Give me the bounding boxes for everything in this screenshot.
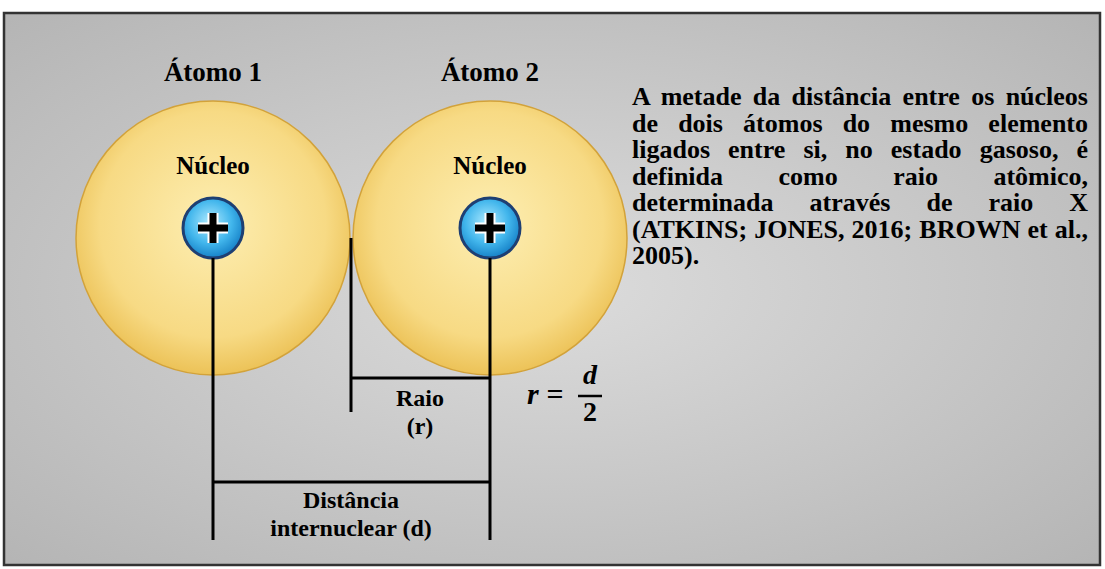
electron-cloud	[76, 101, 350, 375]
label-position: d	[577, 360, 603, 390]
plus-halo	[198, 213, 228, 243]
definition-note: A metade da distância entre os núcleos d…	[632, 84, 1088, 270]
radius-line	[351, 377, 490, 380]
atom-shape	[352, 100, 628, 376]
label-position: r =	[527, 377, 579, 411]
distance-line	[213, 481, 490, 484]
electron-cloud	[353, 101, 627, 375]
atom-heading: Átomo 2	[352, 56, 628, 88]
atom-shape	[75, 100, 351, 376]
formula-numerator: d	[577, 360, 603, 390]
nucleus-label: Núcleo	[352, 150, 628, 182]
label-position: Raio (r)	[385, 384, 455, 440]
plus-sign	[198, 213, 228, 243]
atom-heading: Átomo 1	[75, 56, 351, 88]
label-position: 2	[577, 397, 603, 427]
radius-tick	[350, 238, 353, 412]
label-position: Distância internuclear (d)	[251, 486, 451, 542]
nucleus-line	[212, 258, 215, 540]
formula-text: r =	[527, 377, 579, 411]
radius-label: Raio (r)	[385, 384, 455, 440]
plus-halo	[475, 213, 505, 243]
nucleus-symbol	[460, 198, 520, 258]
formula-denominator: 2	[577, 397, 603, 427]
atom-circle: Átomo 1Núcleo	[75, 100, 351, 376]
nucleus-line	[489, 258, 492, 540]
distance-label: Distância internuclear (d)	[251, 486, 451, 542]
atom-circle: Átomo 2Núcleo	[352, 100, 628, 376]
plus-sign	[475, 213, 505, 243]
label-position: A metade da distância entre os núcleos d…	[632, 84, 1088, 270]
nucleus-label: Núcleo	[75, 150, 351, 182]
grey-panel	[4, 13, 1100, 565]
nucleus-symbol	[183, 198, 243, 258]
